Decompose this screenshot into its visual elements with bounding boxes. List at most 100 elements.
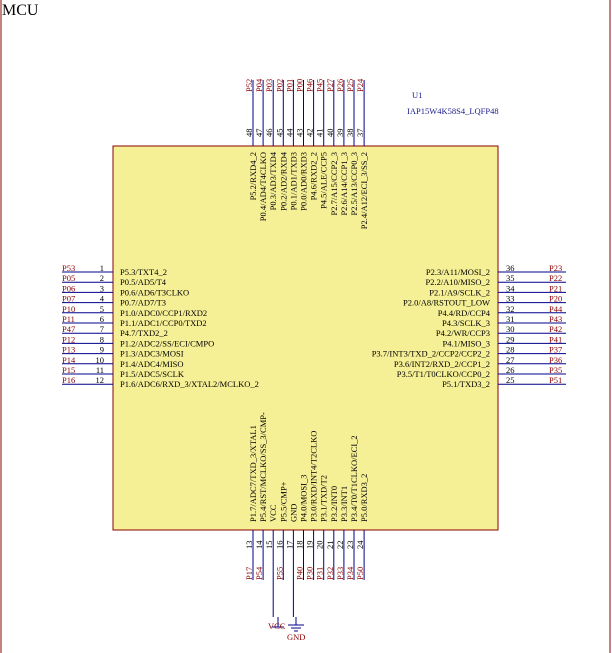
pin-name: P1.7/ADC7/TXD_3/XTAL1 (248, 425, 258, 522)
pin-name: P2.0/A8/RSTOUT_LOW (403, 298, 490, 308)
net-label: P15 (62, 365, 75, 375)
pin-number: 12 (96, 375, 105, 385)
net-label: P10 (62, 304, 75, 314)
net-label: P42 (549, 324, 562, 334)
pin-name: P3.7/INT3/TXD_2/CCP2/CCP2_2 (372, 349, 490, 359)
pin-number: 17 (284, 541, 294, 550)
pin-number: 23 (345, 541, 355, 550)
net-label: P37 (549, 345, 562, 355)
pin-number: 37 (355, 129, 365, 138)
pin-number: 32 (506, 304, 515, 314)
net-label: P11 (62, 314, 75, 324)
pin-number: 30 (506, 324, 515, 334)
pin-number: 41 (315, 129, 325, 138)
pin-number: 44 (284, 128, 294, 137)
pin-number: 25 (506, 375, 515, 385)
pin-name: VCC (268, 504, 278, 522)
designator: U1 (412, 90, 422, 100)
pin-number: 45 (274, 129, 284, 138)
pin-number: 18 (295, 541, 305, 550)
pin-number: 3 (100, 283, 104, 293)
pin-number: 27 (506, 355, 515, 365)
net-label: P25 (345, 79, 355, 92)
net-label: P34 (345, 566, 355, 580)
pin-name: P0.3/AD3/TXD4 (268, 151, 278, 210)
net-label: P23 (549, 263, 562, 273)
pin-number: 10 (96, 355, 105, 365)
pin-name: P0.0/AD0/RXD3 (299, 152, 309, 211)
pin-number: 7 (100, 324, 104, 334)
pin-number: 48 (244, 129, 254, 138)
chip-body[interactable] (112, 145, 499, 531)
net-label: P24 (355, 78, 365, 92)
pin-name: P3.3/INT1 (339, 486, 349, 522)
pin-name: P2.3/A11/MOSI_2 (426, 267, 490, 277)
net-label: P43 (549, 314, 562, 324)
pin-number: 19 (305, 541, 315, 550)
net-label: P41 (549, 334, 562, 344)
pin-number: 8 (100, 334, 104, 344)
pin-name: P4.0/MOSI_3 (299, 475, 309, 522)
pin-name: P1.4/ADC4/MISO (120, 359, 184, 369)
pin-23[interactable]: P34 23 P3.4/T0/T1CLKO/ECI_2 (345, 435, 359, 580)
gnd-label: GND (287, 632, 305, 642)
pin-name: P3.4/T0/T1CLKO/ECI_2 (349, 435, 359, 522)
net-label: P33 (335, 567, 345, 580)
pin-number: 26 (506, 365, 515, 375)
pin-name: P1.3/ADC3/MOSI (120, 349, 184, 359)
pin-number: 40 (325, 129, 335, 138)
net-label: P45 (315, 79, 325, 92)
net-label: P12 (62, 334, 75, 344)
net-label: P07 (62, 294, 75, 304)
pin-number: 28 (506, 345, 515, 355)
pin-name: P5.2/RXD4_2 (248, 152, 258, 200)
pin-28[interactable]: P37 28 P3.7/INT3/TXD_2/CCP2/CCP2_2 (372, 345, 566, 359)
